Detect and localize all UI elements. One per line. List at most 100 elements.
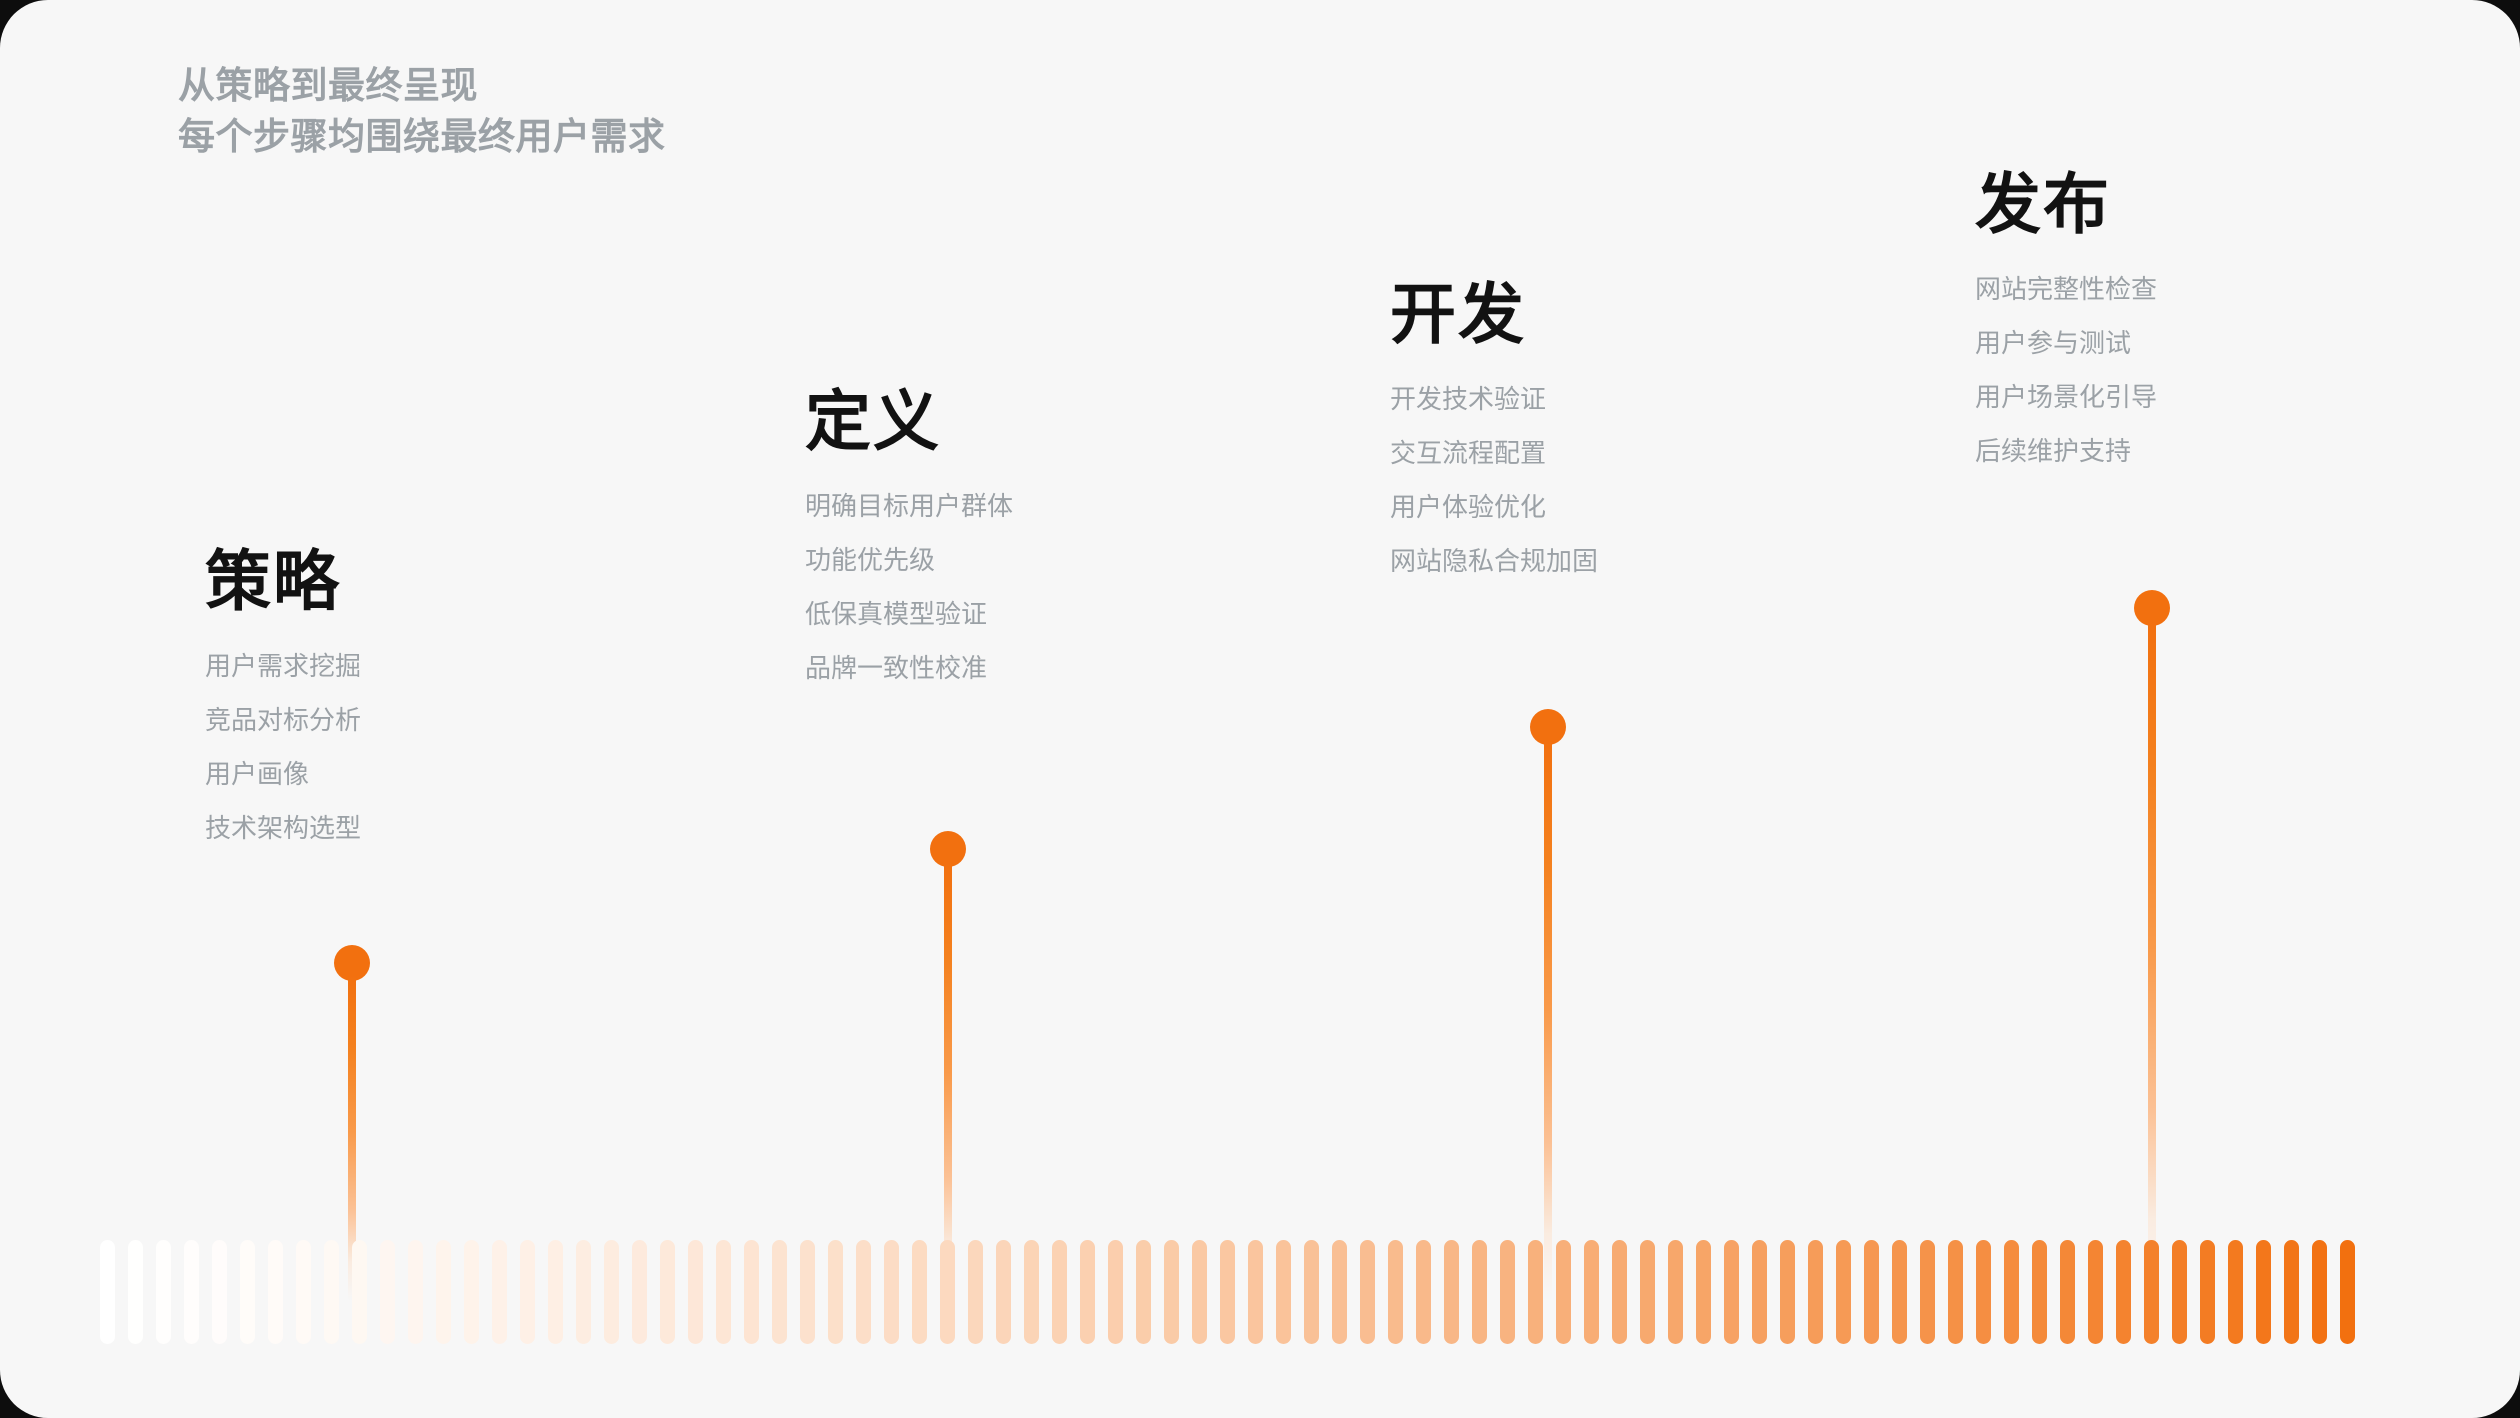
heading-line-1: 从策略到最终呈现 [178,65,478,106]
gradient-bar [1052,1240,1067,1344]
gradient-bar [1024,1240,1039,1344]
gradient-bar [576,1240,591,1344]
gradient-bar [1416,1240,1431,1344]
gradient-bar [996,1240,1011,1344]
stage-item: 网站完整性检查 [1975,273,2158,304]
gradient-bar [1976,1240,1991,1344]
gradient-bar [324,1240,339,1344]
gradient-bar [380,1240,395,1344]
gradient-bar [1276,1240,1291,1344]
gradient-bar [2032,1240,2047,1344]
stage-item-list: 用户需求挖掘竞品对标分析用户画像技术架构选型 [205,653,725,841]
gradient-bar [2200,1240,2215,1344]
gradient-bar [1556,1240,1571,1344]
gradient-bar [1220,1240,1235,1344]
gradient-bar [240,1240,255,1344]
stage-item: 用户画像 [205,758,310,789]
stage-item-list: 开发技术验证交互流程配置用户体验优化网站隐私合规加固 [1390,386,1910,574]
gradient-bar [2060,1240,2075,1344]
gradient-bar [352,1240,367,1344]
gradient-bar [2172,1240,2187,1344]
gradient-bar [716,1240,731,1344]
gradient-bar [772,1240,787,1344]
stage-item: 竞品对标分析 [205,704,362,735]
gradient-bar [2340,1240,2355,1344]
stage-title: 策略 [205,544,341,618]
gradient-bar [688,1240,703,1344]
gradient-bar [1108,1240,1123,1344]
gradient-bar [464,1240,479,1344]
gradient-bar [1920,1240,1935,1344]
gradient-bar [2144,1240,2159,1344]
gradient-bar [828,1240,843,1344]
gradient-bar [1164,1240,1179,1344]
gradient-bar [1388,1240,1403,1344]
gradient-bar [100,1240,115,1344]
stage-column-2: 定义明确目标用户群体功能优先级低保真模型验证品牌一致性校准 [805,384,1325,709]
gradient-bar [1444,1240,1459,1344]
gradient-bar [1528,1240,1543,1344]
gradient-bar [128,1240,143,1344]
stage-item-list: 网站完整性检查用户参与测试用户场景化引导后续维护支持 [1975,276,2495,464]
marker-stem [2148,620,2156,1300]
gradient-bar [492,1240,507,1344]
gradient-bar [2284,1240,2299,1344]
stage-column-4: 发布网站完整性检查用户参与测试用户场景化引导后续维护支持 [1975,167,2495,492]
stage-item: 交互流程配置 [1390,437,1547,468]
marker-stem [348,975,356,1301]
gradient-bar [632,1240,647,1344]
stage-title: 发布 [1975,167,2111,241]
gradient-bar [156,1240,171,1344]
stage-item: 网站隐私合规加固 [1390,545,1599,576]
gradient-bar [520,1240,535,1344]
gradient-bar [912,1240,927,1344]
stage-item: 用户体验优化 [1390,491,1547,522]
gradient-bar [2256,1240,2271,1344]
stage-item: 后续维护支持 [1975,435,2132,466]
gradient-bar [1948,1240,1963,1344]
page-title: 从策略到最终呈现 每个步骤均围绕最终用户需求 [178,60,666,162]
gradient-bar [1472,1240,1487,1344]
gradient-bar [1584,1240,1599,1344]
gradient-bar [2004,1240,2019,1344]
gradient-bar [940,1240,955,1344]
gradient-bar [1248,1240,1263,1344]
gradient-bar [436,1240,451,1344]
heading-line-2: 每个步骤均围绕最终用户需求 [178,116,666,158]
gradient-bar [604,1240,619,1344]
stage-column-3: 开发开发技术验证交互流程配置用户体验优化网站隐私合规加固 [1390,277,1910,602]
gradient-bar [1640,1240,1655,1344]
gradient-bar [1808,1240,1823,1344]
gradient-bar [1304,1240,1319,1344]
gradient-bar [1780,1240,1795,1344]
gradient-bar [548,1240,563,1344]
stage-item: 功能优先级 [805,544,936,575]
gradient-bar [744,1240,759,1344]
gradient-bar [884,1240,899,1344]
gradient-bar [1612,1240,1627,1344]
gradient-bar [212,1240,227,1344]
stage-item: 开发技术验证 [1390,383,1547,414]
marker-stem [1544,739,1552,1301]
stage-item: 低保真模型验证 [805,598,988,629]
stage-title: 定义 [805,384,941,458]
gradient-bar-strip [100,1240,2355,1344]
gradient-bar [1836,1240,1851,1344]
gradient-bar [2312,1240,2327,1344]
gradient-bar [968,1240,983,1344]
stage-item: 用户需求挖掘 [205,650,362,681]
gradient-bar [408,1240,423,1344]
gradient-bar [1892,1240,1907,1344]
gradient-bar [2228,1240,2243,1344]
gradient-bar [1724,1240,1739,1344]
gradient-bar [184,1240,199,1344]
gradient-bar [296,1240,311,1344]
gradient-bar [1192,1240,1207,1344]
marker-stem [944,861,952,1301]
gradient-bar [660,1240,675,1344]
gradient-bar [2088,1240,2103,1344]
stage-item: 用户参与测试 [1975,327,2132,358]
gradient-bar [1360,1240,1375,1344]
stage-item: 用户场景化引导 [1975,381,2158,412]
stage-item: 明确目标用户群体 [805,490,1014,521]
